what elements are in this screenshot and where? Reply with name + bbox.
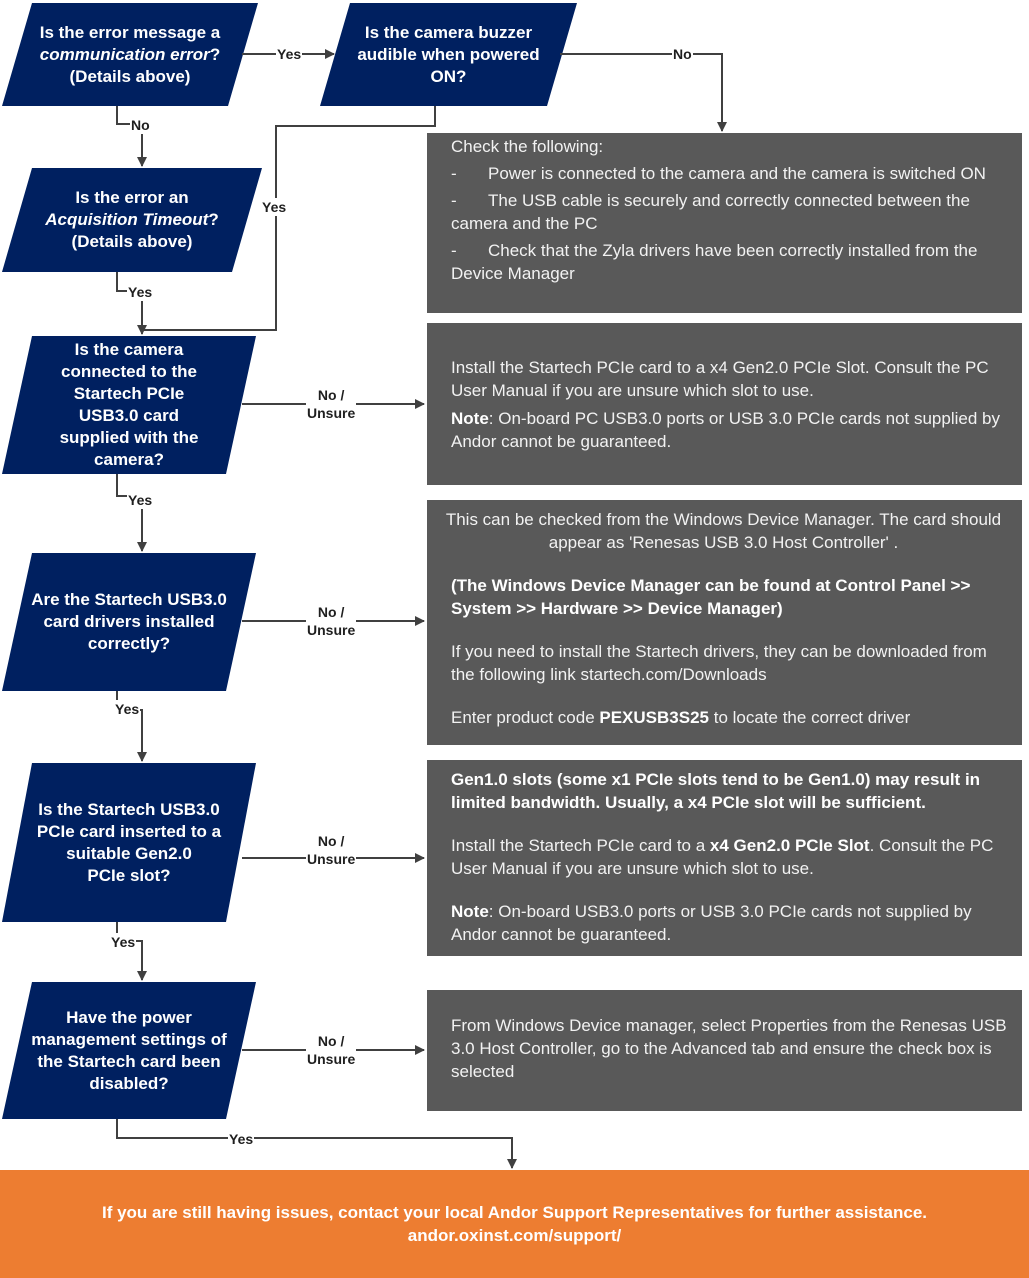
info-box-install-card: Install the Startech PCIe card to a x4 G… [427, 323, 1022, 485]
label-q5-yes: Yes [114, 700, 141, 718]
decision-shape-q4 [2, 336, 256, 474]
decision-shape-q1 [2, 3, 258, 106]
label-q2-no: No [672, 45, 693, 63]
label-q4-yes: Yes [127, 491, 154, 509]
connector-q7-yes [116, 1119, 517, 1169]
label-q7-no-unsure: No /Unsure [306, 1032, 357, 1068]
connector-q3-yes [116, 272, 147, 335]
label-q6-yes: Yes [110, 933, 137, 951]
decision-q5: Are the Startech USB3.0 card drivers ins… [31, 590, 227, 653]
decision-shape-q7 [2, 982, 256, 1119]
label-q1-no: No [130, 116, 151, 134]
label-q1-yes: Yes [276, 45, 303, 63]
decision-q3: Is the error an Acquisition Timeout? (De… [45, 188, 219, 251]
label-q6-no-unsure: No /Unsure [306, 832, 357, 868]
connector-q2-yes [142, 106, 436, 331]
decision-shape-q2 [320, 3, 577, 106]
info-box-power-management: From Windows Device manager, select Prop… [427, 990, 1022, 1111]
label-q4-no-unsure: No /Unsure [306, 386, 357, 422]
connector-q1-no [116, 106, 147, 167]
decision-q7: Have the power management settings of th… [31, 1007, 227, 1093]
decision-q1: Is the error message a communication err… [39, 22, 221, 86]
decision-q4: Is the camera connected to the Startech … [59, 340, 199, 469]
decision-shape-q6 [2, 763, 256, 922]
label-q5-no-unsure: No /Unsure [306, 603, 357, 639]
final-support-text: If you are still having issues, contact … [101, 1203, 928, 1222]
label-q3-yes: Yes [127, 283, 154, 301]
label-q7-yes: Yes [228, 1130, 255, 1148]
decision-shape-q5 [2, 553, 256, 691]
label-q2-yes: Yes [261, 198, 288, 216]
connector-q2-no [560, 53, 727, 132]
decision-shape-q3 [2, 168, 262, 272]
info-box-check-power: Check the following: -Power is connected… [427, 133, 1022, 313]
info-box-drivers: This can be checked from the Windows Dev… [427, 500, 1022, 745]
info-box-slot: Gen1.0 slots (some x1 PCIe slots tend to… [427, 760, 1022, 956]
decision-q6: Is the Startech USB3.0 PCIe card inserte… [36, 799, 222, 885]
connector-q6-yes [116, 922, 147, 981]
support-link[interactable]: andor.oxinst.com/support/ [407, 1226, 622, 1245]
connector-q4-yes [116, 474, 147, 552]
final-support-banner: If you are still having issues, contact … [0, 1170, 1029, 1278]
decision-q2: Is the camera buzzer audible when powere… [357, 22, 540, 86]
